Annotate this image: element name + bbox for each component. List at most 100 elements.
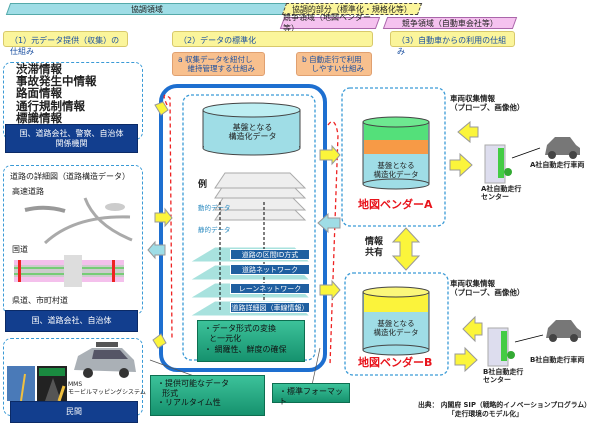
text: a 収集データを紐付し [178, 55, 253, 64]
text: 出典： 内閣府 SIP（戦略的イノベーションプログラム） [418, 401, 591, 409]
text: 車両収集情報 [450, 94, 495, 103]
vendor-b-label: 地図ベンダーB [358, 356, 433, 369]
layer-detailed-map: 道路詳細図（車線情報） [230, 302, 310, 313]
conversion-box: ・データ形式の変換 と一元化・ 網羅性、鮮度の確保 [197, 320, 305, 362]
center-database-cylinder [202, 102, 301, 156]
text: 維持管理する仕組み [178, 64, 256, 73]
mms-vehicle-image [74, 342, 136, 378]
output-arrow-icon [319, 144, 341, 166]
road-agencies-bar: 国、道路会社、自治体 [5, 310, 138, 332]
text: A社自動走行 [481, 185, 522, 193]
text: 基盤となる [232, 123, 273, 132]
expressway-map-image [24, 197, 133, 245]
text: 国、道路会社、警察、自治体 [19, 128, 124, 138]
center-db-label: 基盤となる構造化データ [215, 123, 290, 141]
probe-in-arrow-icon [462, 315, 483, 343]
text: （プローブ、画像他） [450, 102, 525, 112]
text: b 自動走行で利用 [302, 55, 362, 64]
subheader-a: a 収集データを紐付し 維持管理する仕組み [172, 52, 265, 76]
b-center-label: B社自動走行センター [483, 368, 523, 384]
vendor-b-db-label: 基盤となる構造化データ [366, 319, 426, 337]
b-car-label: B社自動走行車両 [530, 356, 585, 364]
a-center-label: A社自動走行センター [481, 185, 521, 201]
feedback-arrow-icon [147, 240, 166, 260]
layer-section-id: 道路の区間ID方式 [230, 249, 310, 260]
text: しやすい仕組み [302, 64, 364, 73]
feedback-arrow-icon [317, 212, 341, 234]
info-item: 路面情報 [16, 86, 62, 101]
text: 構造化データ [373, 169, 419, 179]
public-agencies-bar: 国、道路会社、警察、自治体関係機関 [5, 124, 138, 153]
text: と一元化 [204, 334, 242, 344]
header-vehicle-use: （3）自動車からの利用の仕組み [390, 31, 515, 56]
vendor-a-database-cylinder [362, 116, 430, 190]
b-link-arrow [514, 334, 544, 343]
text: 情報 [365, 237, 384, 247]
dynamic-data-label: 動的データ [198, 204, 231, 212]
vendor-b-frame [344, 272, 449, 376]
vendor-a-frame [341, 87, 446, 227]
text: センター [481, 193, 509, 202]
output-arrow-icon [319, 279, 341, 301]
text: 基盤となる [377, 161, 415, 170]
text: ・データ形式の変換 [204, 324, 276, 333]
text: B社自動走行 [483, 368, 524, 376]
input-arrow-icon [154, 207, 173, 228]
national-road-label: 国道 [12, 245, 28, 254]
header-source-data: （1）元データ提供（収集）の仕組み [3, 31, 128, 56]
text: 民間 [66, 407, 82, 416]
info-share-label: 情報共有 [365, 237, 383, 259]
text: 形式 [157, 388, 179, 398]
map-layers-example [214, 172, 307, 221]
a-car-label: A社自動走行車両 [530, 161, 585, 169]
text: 構造化データ [228, 132, 277, 142]
source-citation: 出典： 内閣府 SIP（戦略的イノベーションプログラム）「走行環境のモデル化」 [418, 401, 591, 419]
prefectural-road-label: 県道、市町村道 [12, 296, 68, 305]
text: モービルマッピングシステム [68, 388, 146, 396]
data-out-arrow-icon [449, 152, 473, 178]
a-probe-label: 車両収集情報（プローブ、画像他） [450, 94, 525, 112]
input-arrow-icon [154, 101, 169, 116]
text: MMS [68, 381, 83, 388]
navigation-screen-image [7, 366, 67, 401]
national-road-map-image [14, 255, 124, 287]
b-car-icon [546, 320, 581, 342]
b-center-building-icon [487, 327, 515, 367]
callout-line [311, 347, 321, 386]
info-share-arrow-icon [391, 227, 421, 271]
a-link-arrow [511, 147, 541, 159]
red-dashed-loop-left [163, 94, 173, 341]
example-label: 例 [198, 180, 208, 190]
info-item: 事故発生中情報 [16, 74, 97, 89]
info-item: 標識情報 [16, 110, 62, 125]
data-out-arrow-icon [454, 346, 478, 373]
info-item: 渋滞情報 [16, 62, 62, 76]
expressway-label: 高速道路 [12, 187, 44, 196]
text: 国、道路会社、自治体 [31, 316, 112, 325]
static-data-label: 静的データ [198, 226, 231, 234]
subheader-b: b 自動走行で利用 しやすい仕組み [296, 52, 372, 76]
red-dashed-loop-right [327, 121, 339, 366]
a-car-icon [545, 137, 580, 159]
vendor-a-db-label: 基盤となる構造化データ [366, 161, 426, 179]
layer-road-network: 道路ネットワーク [230, 264, 310, 275]
text: 車両収集情報 [450, 279, 495, 288]
provision-box: ・提供可能なデータ 形式・リアルタイム性 [150, 375, 265, 416]
text: 関係機関 [55, 138, 88, 148]
public-info-list: 渋滞情報 事故発生中情報 路面情報 通行規制情報 標識情報 [16, 63, 97, 124]
text: ・リアルタイム性 [157, 398, 221, 408]
header-standardization: （2）データの標準化 [172, 31, 373, 47]
text: 共有 [365, 247, 384, 258]
vendor-b-database-cylinder [362, 286, 430, 356]
text: （プローブ、画像他） [450, 287, 525, 297]
text: 構造化データ [373, 327, 419, 337]
text: ・ 網羅性、鮮度の確保 [204, 344, 287, 354]
standard-format-box: ・標準フォーマット [272, 383, 350, 406]
text: ・提供可能なデータ [157, 379, 229, 388]
info-item: 通行規制情報 [16, 98, 85, 113]
text: 基盤となる [377, 319, 415, 328]
private-sector-bar: 民間 [10, 401, 138, 423]
vendor-a-label: 地図ベンダーA [358, 198, 433, 211]
